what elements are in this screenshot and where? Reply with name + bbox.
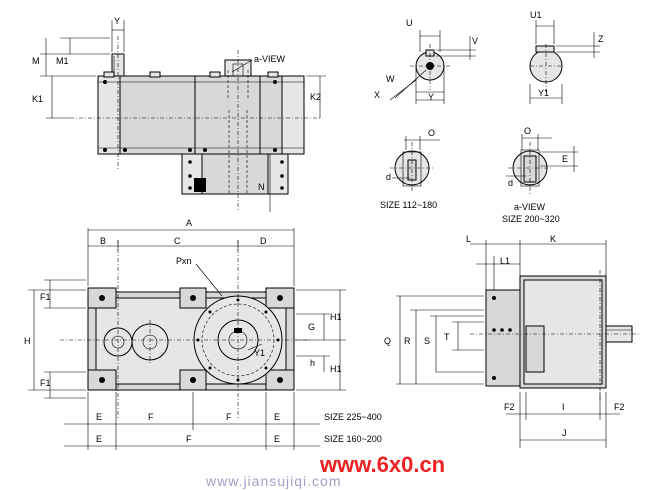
dim-n-label: N [258, 182, 265, 192]
dim-s-label: S [424, 336, 430, 346]
dim-k2-label: K2 [310, 92, 321, 102]
dim-e-label-3: E [96, 434, 102, 444]
dim-h1-label-top: H1 [330, 312, 342, 322]
dim-f-label-2: F [226, 412, 232, 422]
size-200-320-label: SIZE 200~320 [502, 214, 560, 224]
dim-y-side-label: Y [428, 92, 434, 102]
dim-r-label: R [404, 336, 411, 346]
dim-u-label: U [406, 18, 413, 28]
dim-t-label: T [444, 332, 450, 342]
dim-e-label-1: E [96, 412, 102, 422]
dim-l1-label: L1 [500, 256, 510, 266]
a-view-label-2: a-VIEW [514, 202, 546, 212]
dim-y1-side-label: Y1 [538, 88, 549, 98]
dim-e-label-detail: E [562, 154, 568, 164]
a-view-details [390, 134, 578, 194]
dim-w-label: W [386, 74, 395, 84]
dim-h-label: H [24, 336, 31, 346]
dim-d-label-2: d [508, 178, 513, 188]
dim-l-label: L [466, 234, 471, 244]
watermark-url: www.jiansujiqi.com [205, 473, 341, 489]
y1-label: Y1 [254, 348, 265, 358]
dim-f2-label-left: F2 [504, 402, 515, 412]
size-160-200-label: SIZE 160~200 [324, 434, 382, 444]
dim-h1-label-bottom: H1 [330, 364, 342, 374]
front-view [40, 20, 326, 212]
dim-b-label: B [100, 236, 106, 246]
shaft-end-views [389, 20, 600, 104]
a-view-label: a-VIEW [254, 54, 286, 64]
dim-g-label: G [308, 322, 315, 332]
dim-f-label-1: F [148, 412, 154, 422]
dim-x-label: X [374, 90, 380, 100]
watermark-brand: www.6x0.cn [319, 452, 445, 477]
side-view [396, 240, 640, 448]
dim-f2-label-right: F2 [614, 402, 625, 412]
size-112-180-label: SIZE 112~180 [380, 200, 437, 210]
dim-o-label-1: O [428, 128, 435, 138]
dim-z-label: Z [598, 34, 604, 44]
dim-d-label: D [260, 236, 267, 246]
dim-d-label-1: d [386, 172, 391, 182]
dim-j-label: J [562, 428, 567, 438]
dim-c-label: C [174, 236, 181, 246]
dim-q-label: Q [384, 336, 391, 346]
dim-i-label: I [562, 402, 565, 412]
dim-m1-label: M1 [56, 56, 69, 66]
dim-f1-label-bottom: F1 [40, 378, 51, 388]
dim-e-label-4: E [274, 434, 280, 444]
dim-o-label-2: O [524, 126, 531, 136]
plan-view [28, 228, 346, 450]
dim-f1-label-top: F1 [40, 292, 51, 302]
dim-a-label: A [186, 218, 192, 228]
dim-e-label-2: E [274, 412, 280, 422]
dim-m-label: M [32, 56, 40, 66]
dim-f-label-3: F [186, 434, 192, 444]
dim-k-label: K [550, 234, 556, 244]
dim-small-h-label: h [310, 358, 315, 368]
dim-v-label: V [472, 36, 478, 46]
dim-u1-label: U1 [530, 10, 542, 20]
dim-y-label: Y [114, 16, 120, 26]
pxn-label: Pxn [176, 256, 192, 266]
size-225-400-label: SIZE 225~400 [324, 412, 382, 422]
dim-k1-label: K1 [32, 94, 43, 104]
